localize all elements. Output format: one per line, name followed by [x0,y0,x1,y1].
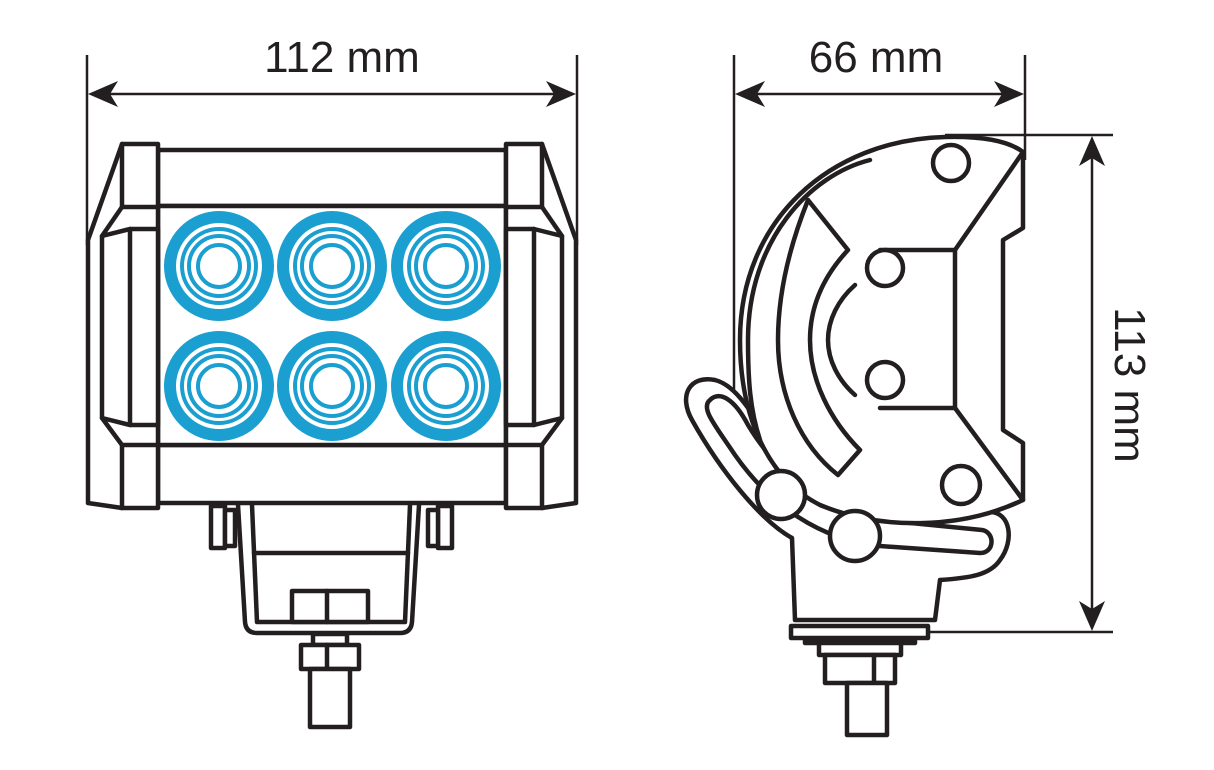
side-mount-base [788,623,931,738]
depth-dimension: 66 mm [732,33,1027,405]
housing-bolt-4 [939,463,983,507]
bottom-housing-bar [155,442,509,506]
adjustment-knob-1 [754,468,808,522]
lens-panel [155,203,509,448]
housing-bolt-2 [864,247,906,289]
side-view: 66 mm 113 mm [683,33,1154,738]
height-dimension-label: 113 mm [1105,307,1154,463]
front-view: 112 mm [85,33,579,730]
left-end-cap [85,141,161,511]
housing-bolt-3 [864,359,906,401]
height-dimension: 113 mm [925,133,1154,634]
top-housing-bar [155,147,509,209]
width-dimension: 112 mm [85,33,579,245]
side-housing [737,134,1026,526]
width-dimension-label: 112 mm [264,33,420,82]
housing-bolt-1 [930,142,972,184]
depth-dimension-label: 66 mm [809,33,943,82]
right-end-cap [503,141,579,511]
adjustment-knob-2 [827,508,883,564]
front-mount-bracket [208,502,455,730]
